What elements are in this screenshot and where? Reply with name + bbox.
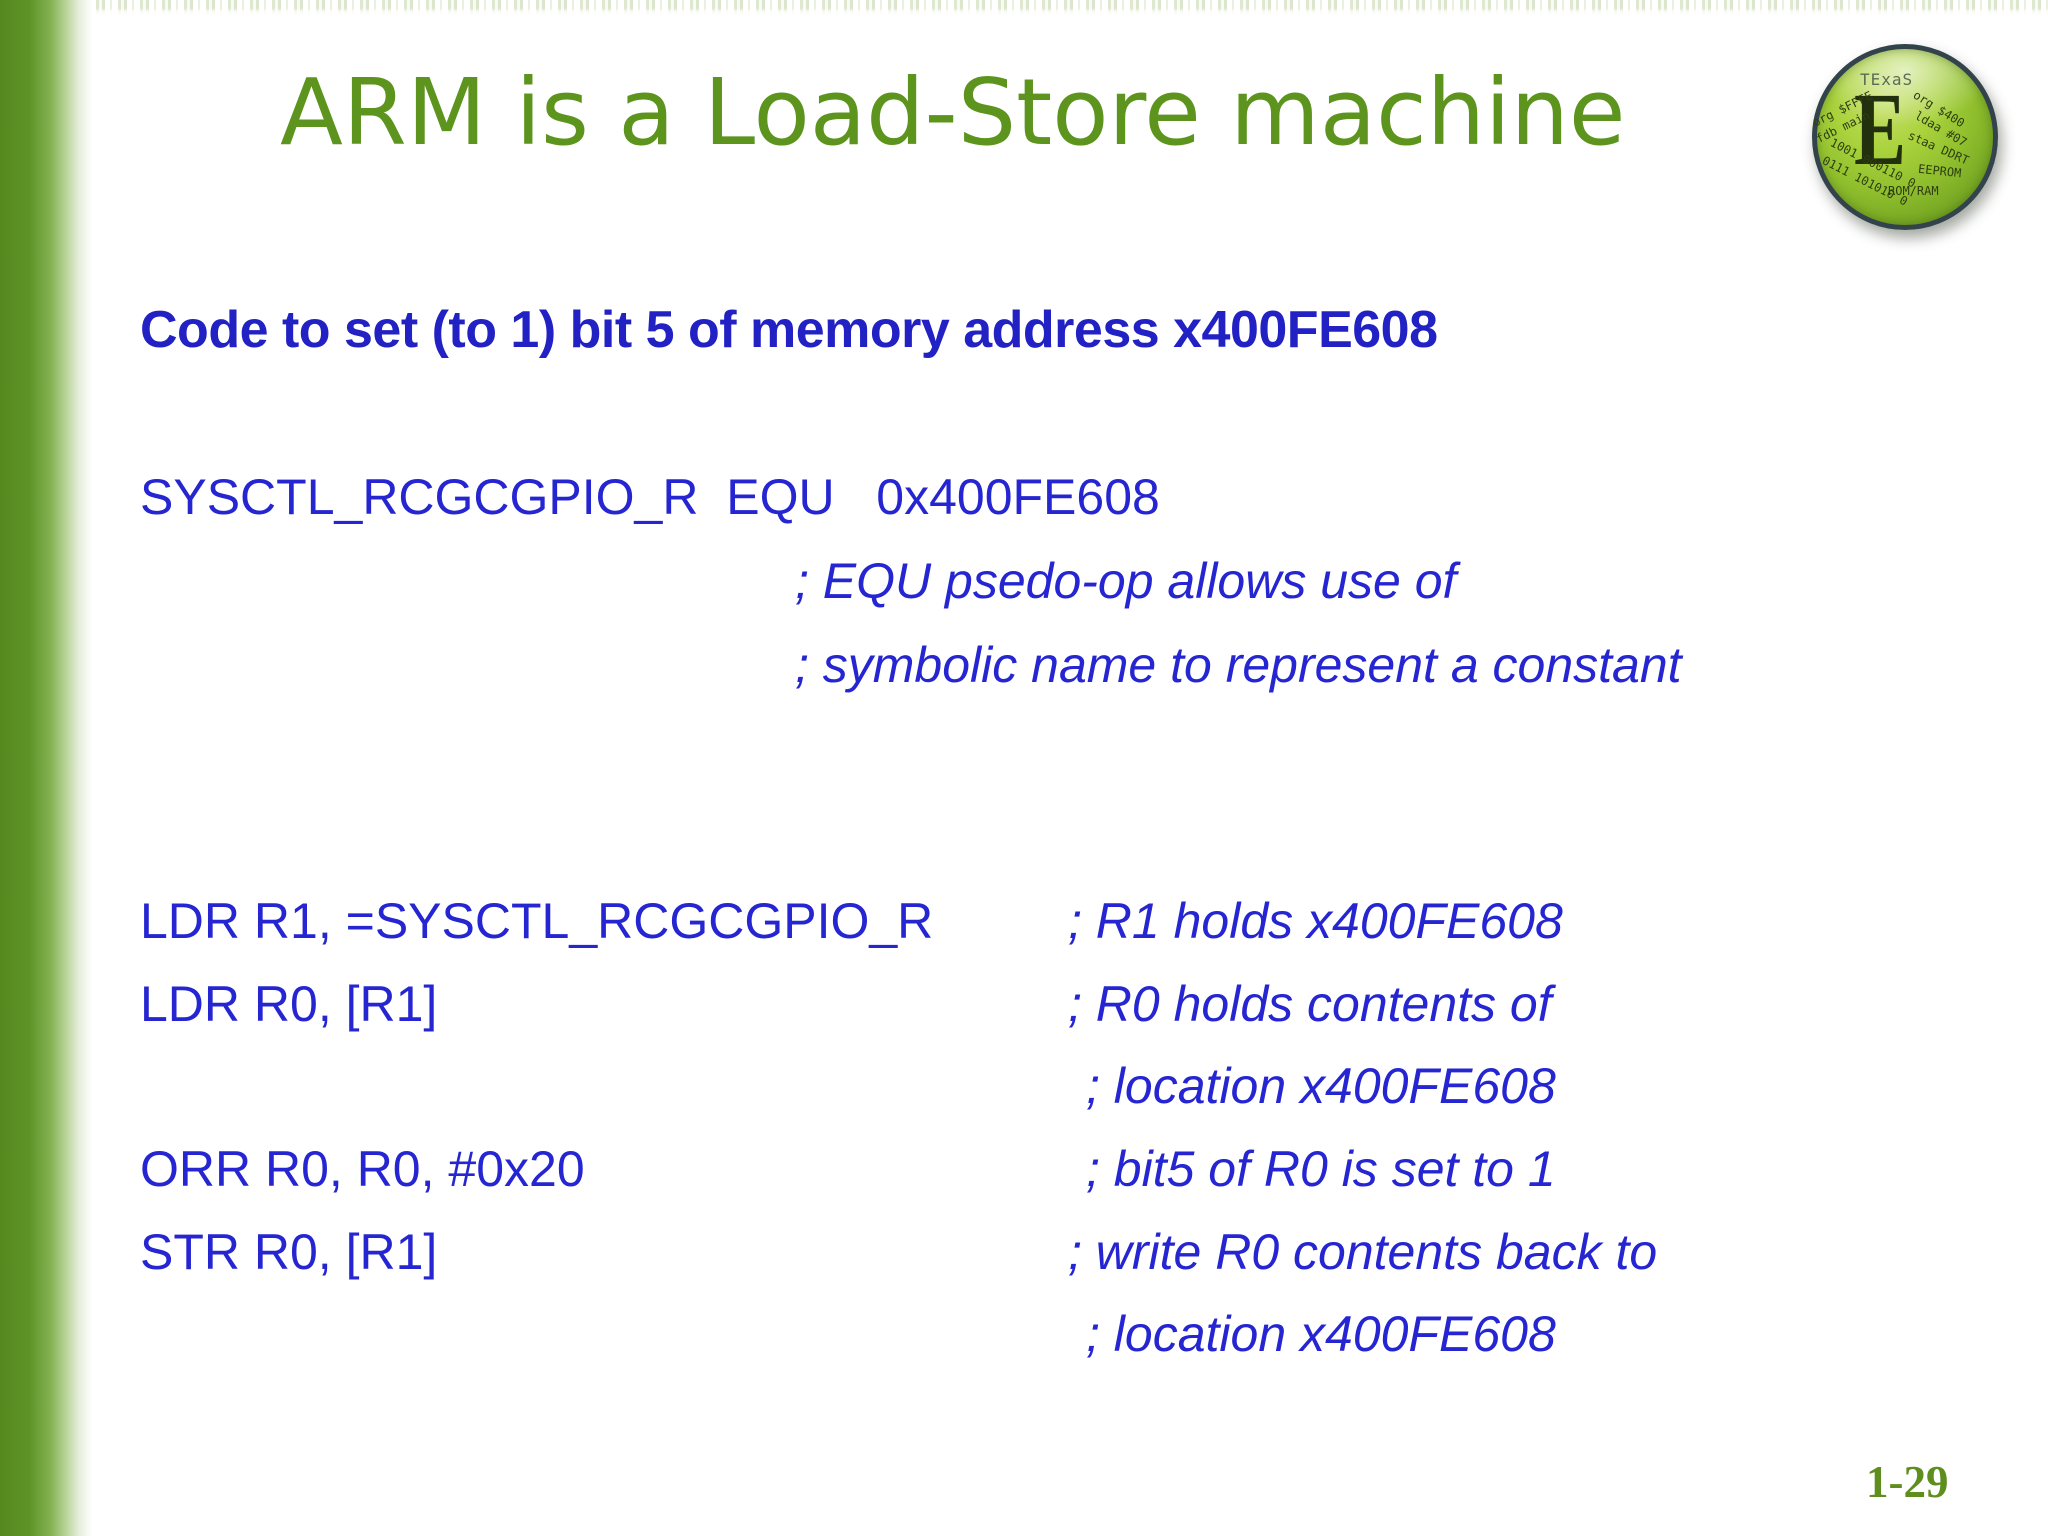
code-text: ORR R0, R0, #0x20 bbox=[140, 1141, 585, 1197]
comment-text: ; location x400FE608 bbox=[1086, 1058, 1556, 1114]
comment-text: ; bit5 of R0 is set to 1 bbox=[1086, 1141, 1556, 1197]
page-number: 1-29 bbox=[1866, 1457, 1949, 1507]
comment-text: ; write R0 contents back to bbox=[1068, 1224, 1658, 1280]
equ-definition: SYSCTL_RCGCGPIO_R EQU 0x400FE608 bbox=[140, 469, 1160, 525]
logo-brand-text: TExaS bbox=[1860, 70, 1914, 89]
comment-text: ; location x400FE608 bbox=[1086, 1306, 1556, 1362]
comment-text: ; R0 holds contents of bbox=[1068, 976, 1552, 1032]
code-text: LDR R1, =SYSCTL_RCGCGPIO_R bbox=[140, 893, 934, 949]
texas-logo: TExaS E org $FFFE fdb main org $400 ldaa… bbox=[1810, 44, 1998, 230]
logo-big-letter: E bbox=[1854, 72, 1907, 187]
logo-sphere-icon bbox=[1812, 44, 1998, 230]
equ-comment: ; EQU psedo-op allows use of bbox=[795, 553, 1457, 609]
slide-title: ARM is a Load-Store machine bbox=[280, 59, 1626, 166]
logo-asm-text: ROM/RAM bbox=[1888, 184, 1939, 198]
top-border-pattern bbox=[52, 0, 2048, 15]
code-text: LDR R0, [R1] bbox=[140, 976, 438, 1032]
equ-comment: ; symbolic name to represent a constant bbox=[795, 637, 1682, 693]
code-text: STR R0, [R1] bbox=[140, 1224, 438, 1280]
comment-text: ; R1 holds x400FE608 bbox=[1068, 893, 1563, 949]
left-gradient-bar bbox=[0, 0, 92, 1536]
section-heading: Code to set (to 1) bit 5 of memory addre… bbox=[140, 301, 1438, 359]
